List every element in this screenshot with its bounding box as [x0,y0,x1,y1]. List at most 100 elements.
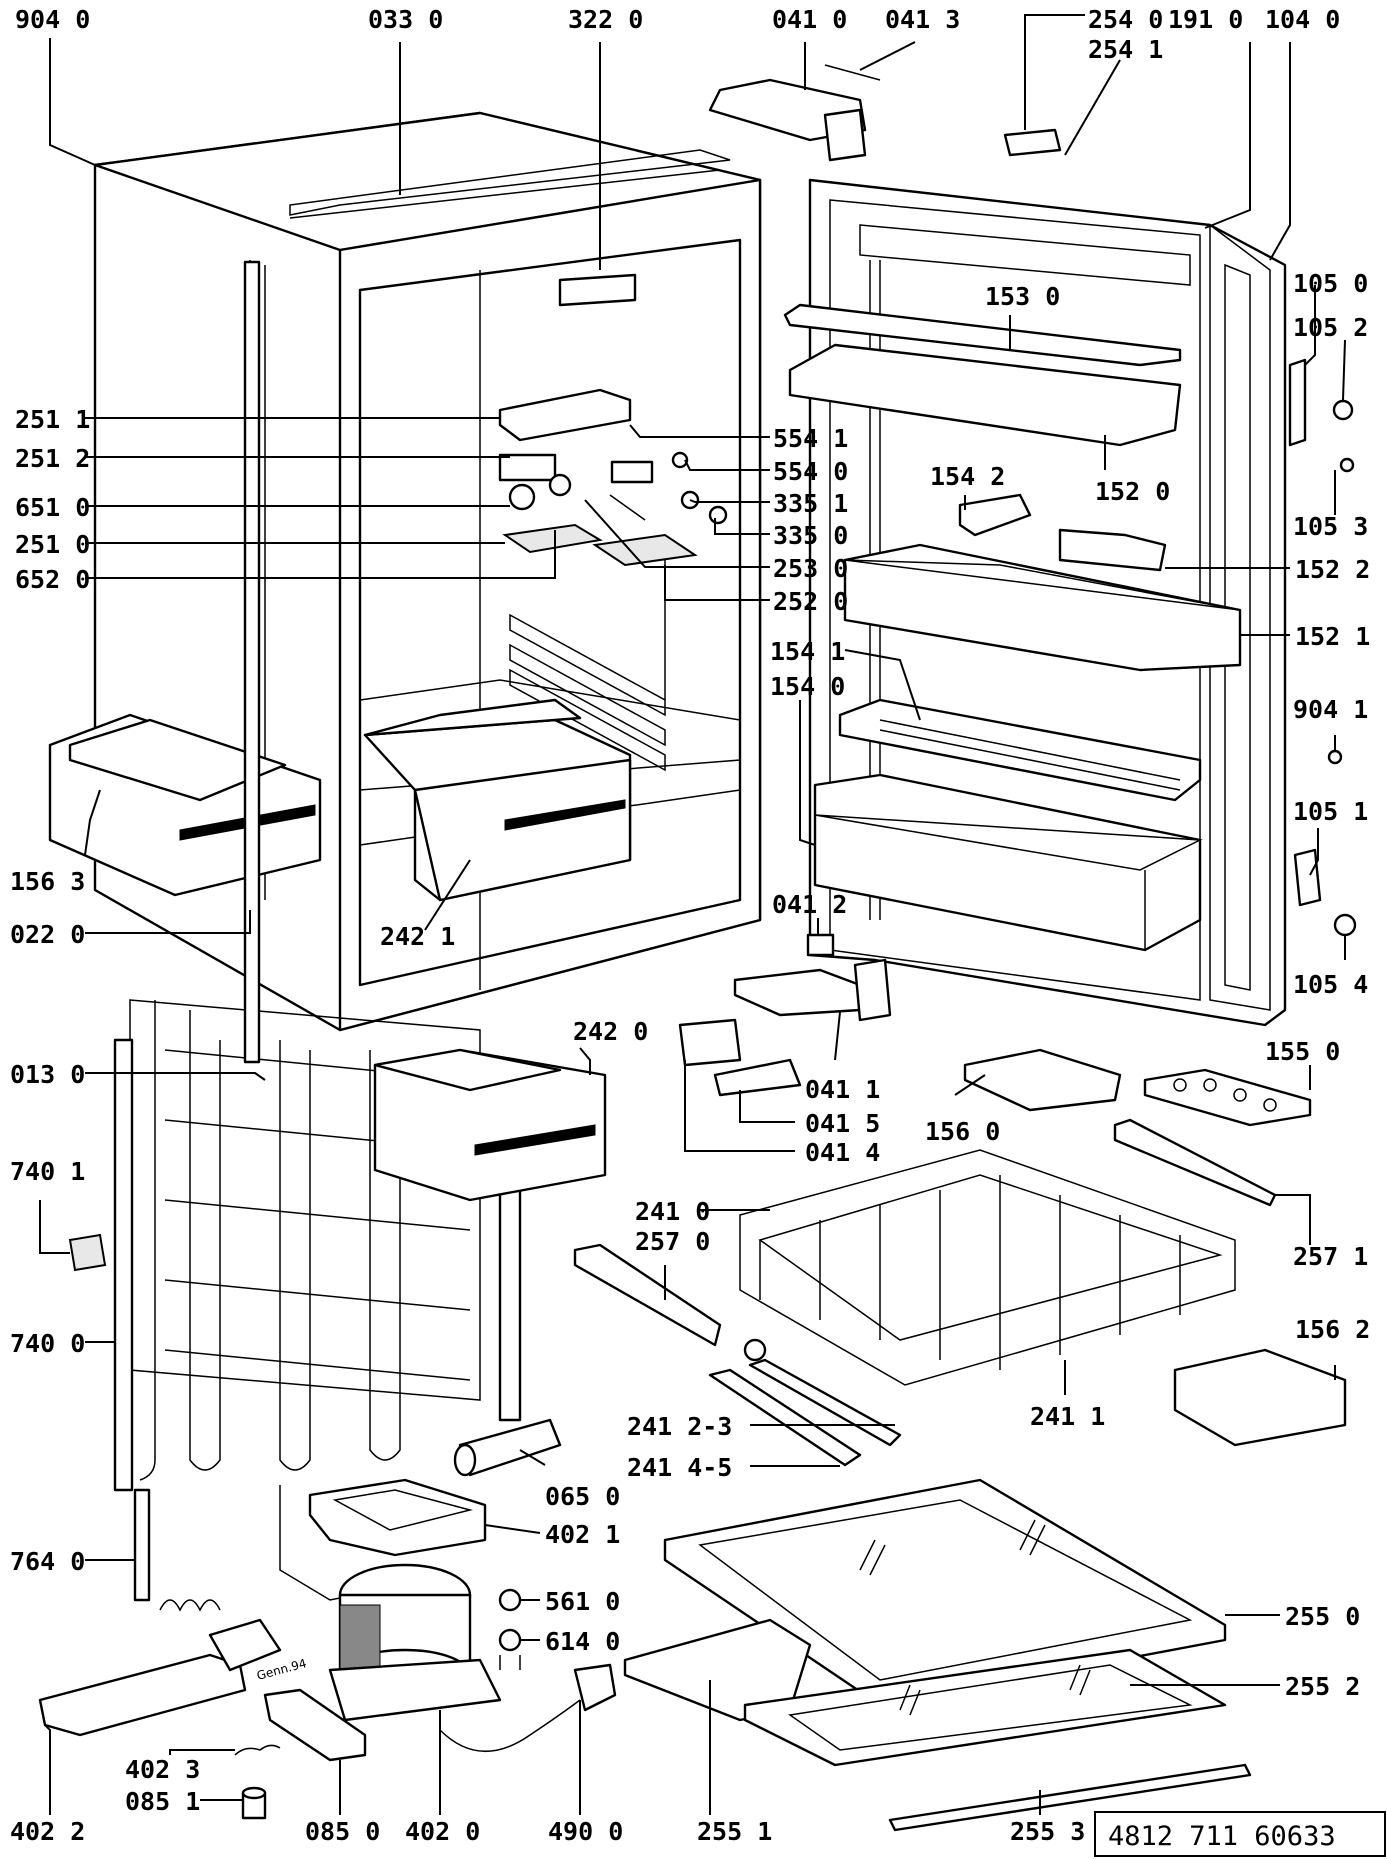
label-904-0: 904 0 [15,5,90,34]
label-255-2: 255 2 [1285,1672,1360,1701]
label-255-0: 255 0 [1285,1602,1360,1631]
label-561-0: 561 0 [545,1587,620,1616]
label-614-0: 614 0 [545,1627,620,1656]
leader-lines [39,14,1346,1815]
grommet-085-1 [241,1786,267,1820]
hinge-part-041-2 [806,933,835,957]
label-156-0: 156 0 [925,1117,1000,1146]
label-904-1: 904 1 [1293,695,1368,724]
label-156-3: 156 3 [10,867,85,896]
label-041-5: 041 5 [805,1109,880,1138]
label-085-0: 085 0 [305,1817,380,1846]
label-254-0: 254 0 [1088,5,1163,34]
capillary-764-0 [133,1488,221,1612]
crisper-drawer-242-1 [363,698,632,902]
hinge-105-0 [1288,358,1355,473]
label-764-0: 764 0 [10,1547,85,1576]
part-labels: 904 0 033 0 322 0 041 0 041 3 254 0 254 … [10,5,1370,1846]
bottle-rack-154-1 [838,698,1202,802]
label-105-2: 105 2 [1293,313,1368,342]
glass-shelf-255-2 [743,1648,1227,1767]
egg-tray-155-0 [1143,1068,1312,1127]
label-251-2: 251 2 [15,444,90,473]
drawer-242-0 [373,1048,607,1202]
label-402-0: 402 0 [405,1817,480,1846]
label-153-0: 153 0 [985,282,1060,311]
compressor-402-0 [328,1563,502,1722]
roller [743,1338,767,1362]
label-402-2: 402 2 [10,1817,85,1846]
label-322-0: 322 0 [568,5,643,34]
date-mark: Genn.94 [255,1656,308,1683]
label-335-1: 335 1 [773,489,848,518]
label-255-3: 255 3 [1010,1817,1085,1846]
cabinet-body [93,111,762,1032]
label-255-1: 255 1 [697,1817,772,1846]
label-041-2: 041 2 [772,890,847,919]
hinge-105-1 [1293,848,1357,937]
clip-740-1 [68,1233,107,1272]
runner-241-2-3 [748,1358,902,1447]
label-490-0: 490 0 [548,1817,623,1846]
slide-rail-257-0 [573,1243,722,1347]
label-041-0: 041 0 [772,5,847,34]
label-041-1: 041 1 [805,1075,880,1104]
overload-614-0 [498,1628,522,1670]
label-041-3: 041 3 [885,5,960,34]
tray-156-2 [1173,1348,1347,1447]
label-242-0: 242 0 [573,1017,648,1046]
hinge-041-1 [733,958,892,1022]
label-154-2: 154 2 [930,462,1005,491]
hinge-plate-041-4 [678,1018,742,1067]
document-number-box: 4812 711 60633 [1094,1811,1386,1857]
bracket-085-0 [263,1688,367,1762]
mains-plug-490-0 [439,1663,617,1753]
label-740-0: 740 0 [10,1329,85,1358]
label-155-0: 155 0 [1265,1037,1340,1066]
label-251-1: 251 1 [15,405,90,434]
handle-cap-254-0 [1003,128,1062,157]
label-257-1: 257 1 [1293,1242,1368,1271]
label-554-0: 554 0 [773,457,848,486]
label-105-4: 105 4 [1293,970,1368,999]
hinge-041-0 [708,64,881,162]
label-253-0: 253 0 [773,554,848,583]
label-257-0: 257 0 [635,1227,710,1256]
label-152-1: 152 1 [1295,622,1370,651]
label-105-3: 105 3 [1293,512,1368,541]
door-bin-154-0 [813,773,1203,952]
base-rail-402-2 [38,1618,282,1737]
label-335-0: 335 0 [773,521,848,550]
label-154-0: 154 0 [770,672,845,701]
screw-904-1 [1327,749,1343,765]
compressor-cover-402-1 [279,1478,487,1601]
label-033-0: 033 0 [368,5,443,34]
label-651-0: 651 0 [15,493,90,522]
label-251-0: 251 0 [15,530,90,559]
wire-basket-241-0 [739,1149,1236,1386]
runner-241-4-5 [708,1368,862,1467]
label-254-1: 254 1 [1088,35,1163,64]
label-402-1: 402 1 [545,1520,620,1549]
label-241-0: 241 0 [635,1197,710,1226]
door-part-152-2 [1058,528,1167,572]
label-241-2-3: 241 2-3 [627,1412,732,1441]
label-402-3: 402 3 [125,1755,200,1784]
dryer-065-0 [453,1418,562,1477]
label-041-4: 041 4 [805,1138,880,1167]
label-652-0: 652 0 [15,565,90,594]
shelf-trim-255-3 [888,1763,1252,1832]
relay-561-0 [498,1588,522,1612]
label-156-2: 156 2 [1295,1315,1370,1344]
document-number: 4812 711 60633 [1108,1821,1336,1852]
door-shelf-153-0 [783,303,1182,447]
label-085-1: 085 1 [125,1787,200,1816]
label-104-0: 104 0 [1265,5,1340,34]
clip-402-3 [234,1744,281,1756]
label-554-1: 554 1 [773,424,848,453]
label-241-1: 241 1 [1030,1402,1105,1431]
condenser-coil [113,260,522,1492]
label-740-1: 740 1 [10,1157,85,1186]
door-shelf-152-1 [843,543,1242,672]
